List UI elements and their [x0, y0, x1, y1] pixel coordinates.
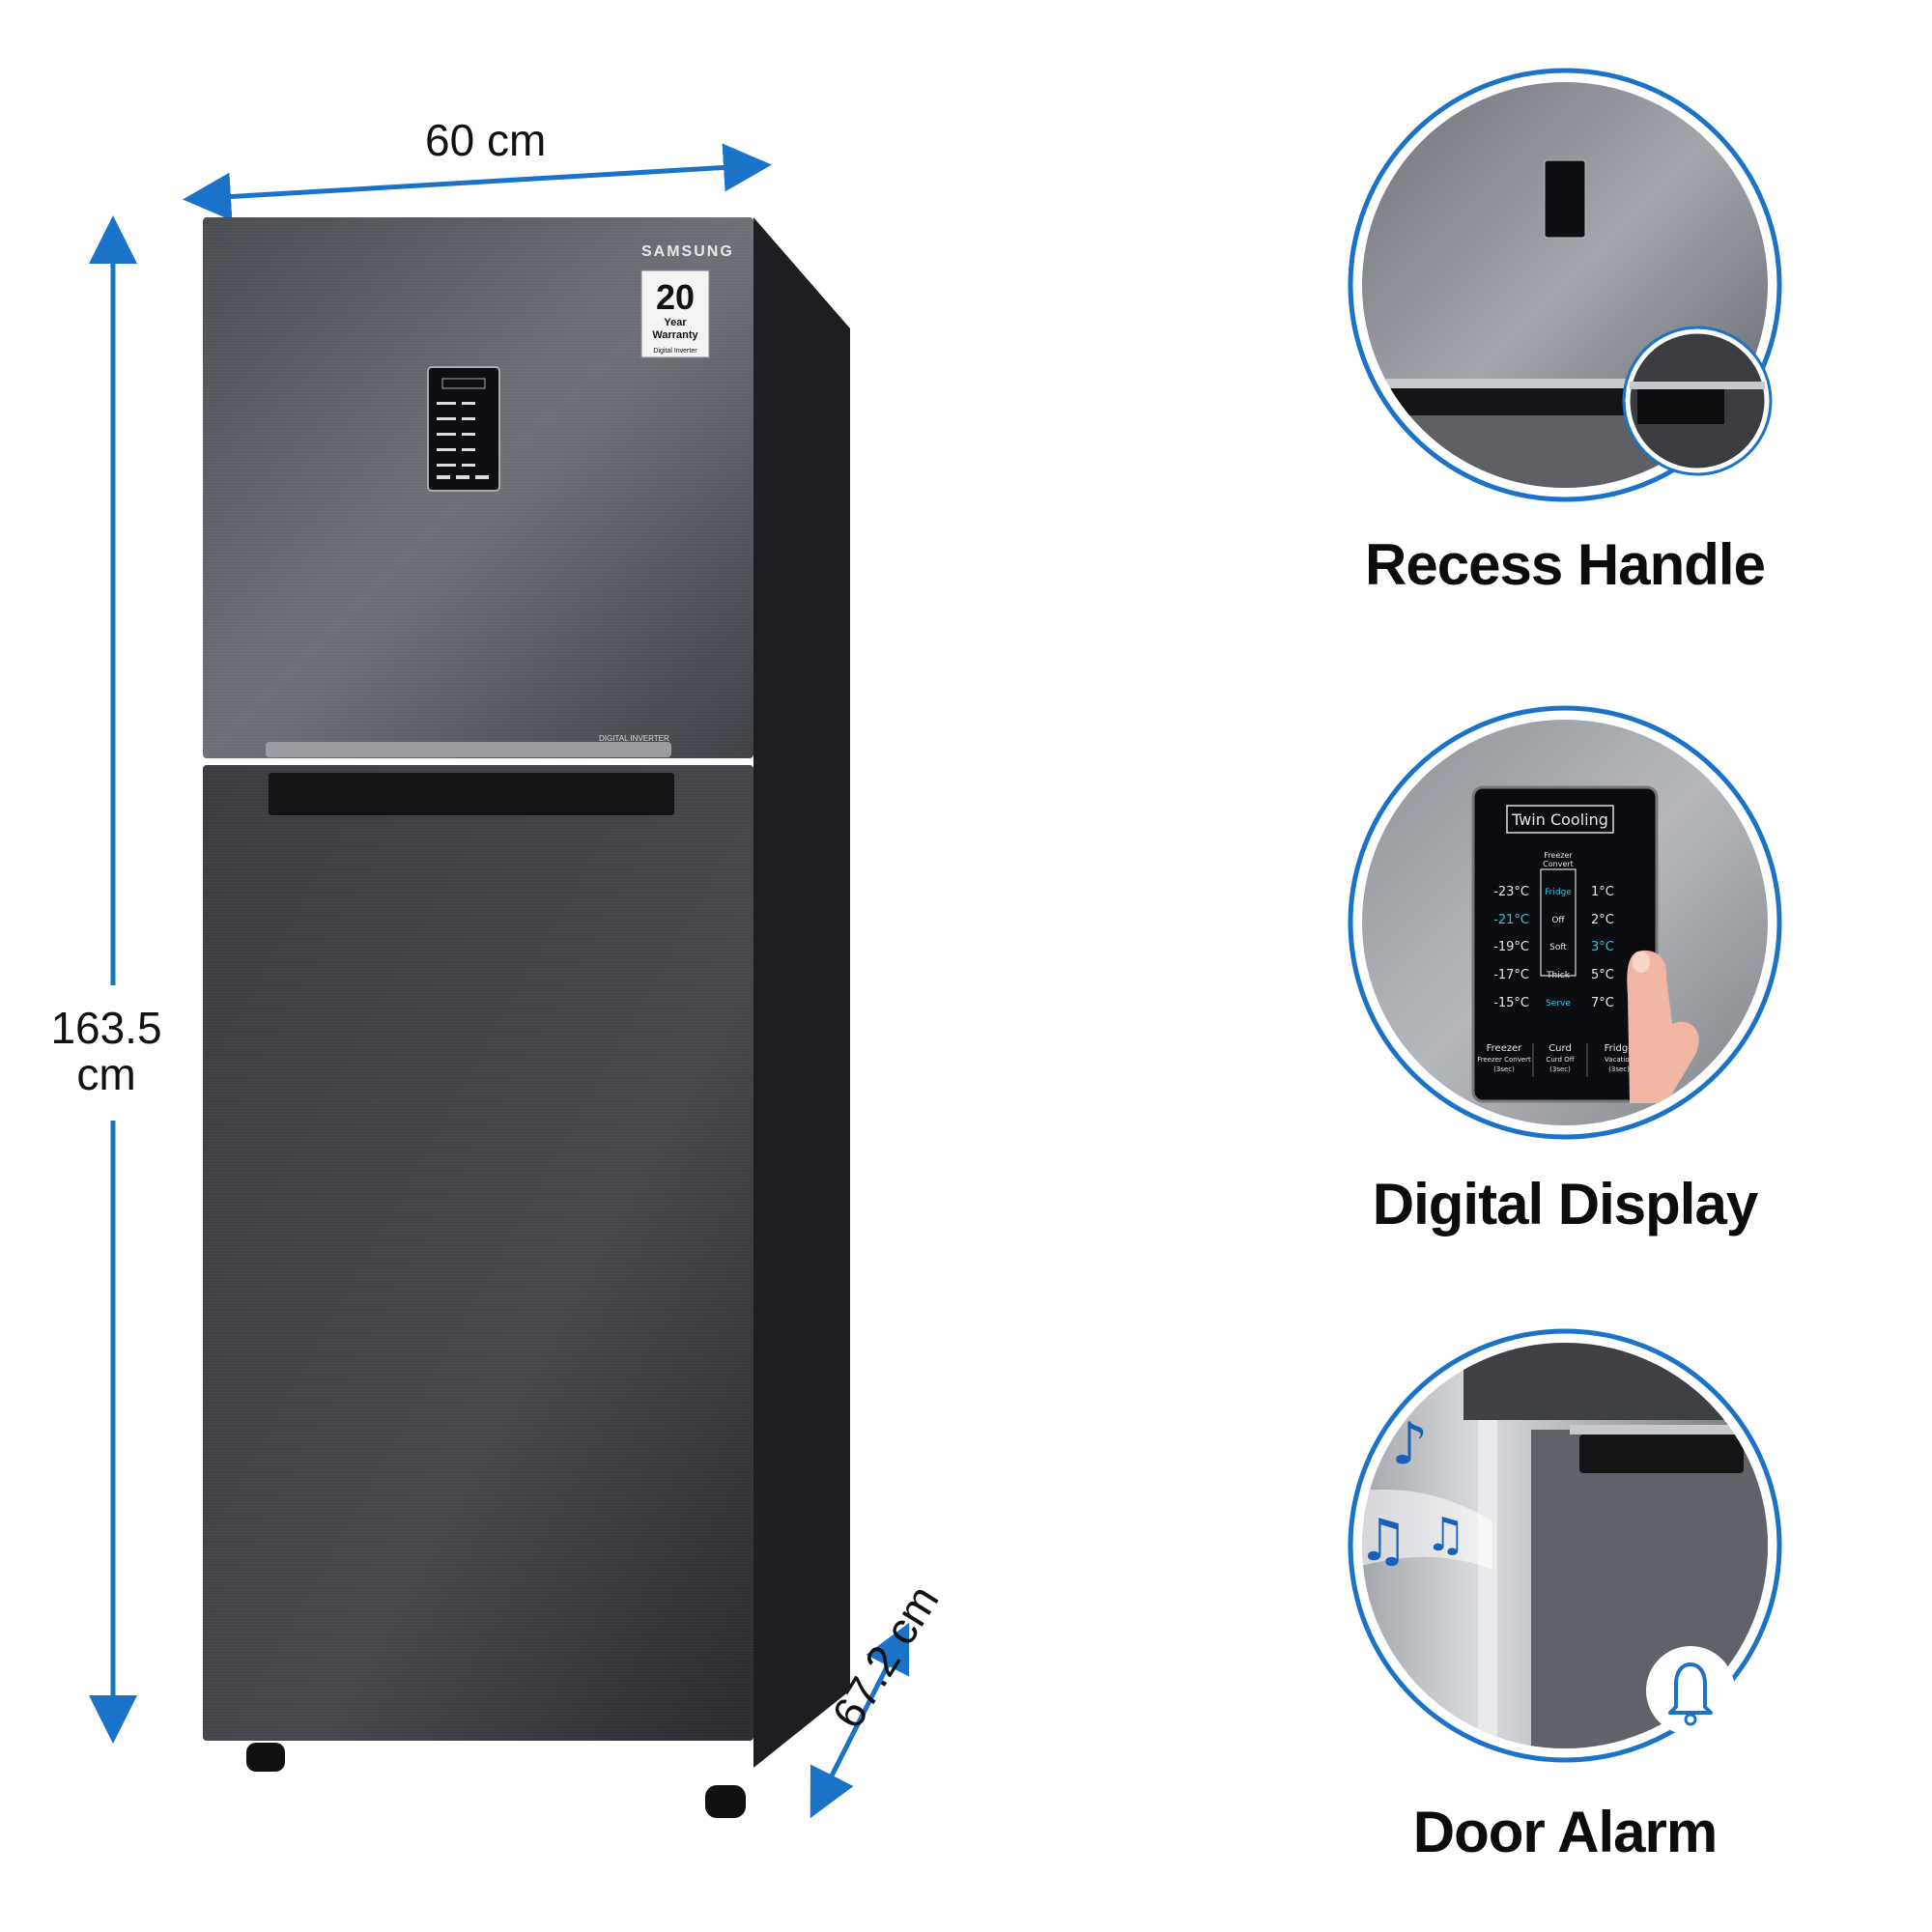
- svg-text:Digital Inverter: Digital Inverter: [653, 348, 697, 355]
- svg-text:(3sec): (3sec): [1493, 1065, 1515, 1073]
- svg-text:Vacation: Vacation: [1605, 1056, 1634, 1064]
- svg-text:Year: Year: [664, 317, 687, 328]
- recess-handle: [269, 773, 674, 815]
- fridge-wheel: [705, 1785, 746, 1818]
- inverter-label: DIGITAL INVERTER: [599, 734, 669, 743]
- svg-text:-15°C: -15°C: [1493, 996, 1529, 1010]
- width-dimension-label: 60 cm: [425, 115, 547, 165]
- svg-text:(3sec): (3sec): [1608, 1065, 1630, 1073]
- svg-text:Convert: Convert: [1543, 860, 1574, 868]
- svg-text:♪: ♪: [1391, 1410, 1428, 1478]
- feature-title-digital-display: Digital Display: [1372, 1172, 1758, 1236]
- svg-text:(3sec): (3sec): [1549, 1065, 1571, 1073]
- door-alarm-image: ♪ ♫ ♫: [1348, 1328, 1782, 1763]
- height-dimension-label: 163.5 cm: [39, 1005, 174, 1098]
- svg-text:Soft: Soft: [1549, 943, 1567, 952]
- svg-text:Serve: Serve: [1546, 999, 1571, 1009]
- fridge-side-panel: [753, 217, 850, 1768]
- svg-text:Freezer: Freezer: [1544, 851, 1573, 860]
- refrigerator-image: SAMSUNG 20 Year Warranty Digital Inverte…: [193, 213, 869, 1835]
- svg-text:-19°C: -19°C: [1493, 940, 1529, 954]
- brand-logo: SAMSUNG: [641, 243, 734, 260]
- svg-text:Fridge: Fridge: [1605, 1043, 1634, 1054]
- svg-text:-21°C: -21°C: [1493, 913, 1529, 927]
- width-arrow: [183, 143, 772, 221]
- svg-text:3°C: 3°C: [1591, 940, 1614, 954]
- svg-text:Twin Cooling: Twin Cooling: [1511, 810, 1608, 829]
- control-panel: [1471, 785, 1659, 1103]
- feature-title-door-alarm: Door Alarm: [1412, 1800, 1719, 1864]
- svg-text:Thick: Thick: [1546, 971, 1571, 980]
- svg-text:1°C: 1°C: [1591, 885, 1614, 899]
- svg-text:2°C: 2°C: [1591, 913, 1614, 927]
- svg-text:♫: ♫: [1425, 1508, 1466, 1562]
- finger-illustration: [1627, 950, 1699, 1103]
- top-handle: [266, 742, 671, 757]
- digital-display-image: Twin Cooling Freezer Convert -23°C -21°C…: [1348, 705, 1782, 1140]
- svg-text:Off: Off: [1551, 916, 1565, 925]
- svg-text:Warranty: Warranty: [652, 329, 698, 341]
- svg-text:Fridge: Fridge: [1545, 888, 1572, 897]
- svg-text:-23°C: -23°C: [1493, 885, 1529, 899]
- height-unit: cm: [76, 1049, 136, 1100]
- fridge-foot: [246, 1743, 285, 1772]
- svg-text:Freezer Convert: Freezer Convert: [1477, 1056, 1531, 1064]
- feature-title-recess-handle: Recess Handle: [1365, 532, 1766, 597]
- music-note-icon: ♪ ♫ ♫: [1357, 1410, 1466, 1575]
- svg-text:20: 20: [656, 277, 695, 317]
- height-value: 163.5: [50, 1003, 162, 1053]
- bell-icon: [1646, 1646, 1735, 1735]
- svg-text:5°C: 5°C: [1591, 968, 1614, 982]
- svg-text:Curd: Curd: [1548, 1043, 1572, 1054]
- recess-handle-image: [1348, 68, 1782, 502]
- svg-text:Curd Off: Curd Off: [1546, 1056, 1574, 1064]
- small-display-panel: [427, 366, 500, 492]
- svg-text:7°C: 7°C: [1591, 996, 1614, 1010]
- svg-text:♫: ♫: [1357, 1507, 1409, 1575]
- svg-text:Freezer: Freezer: [1487, 1043, 1523, 1054]
- svg-text:-17°C: -17°C: [1493, 968, 1529, 982]
- warranty-badge: 20 Year Warranty Digital Inverter: [640, 270, 710, 358]
